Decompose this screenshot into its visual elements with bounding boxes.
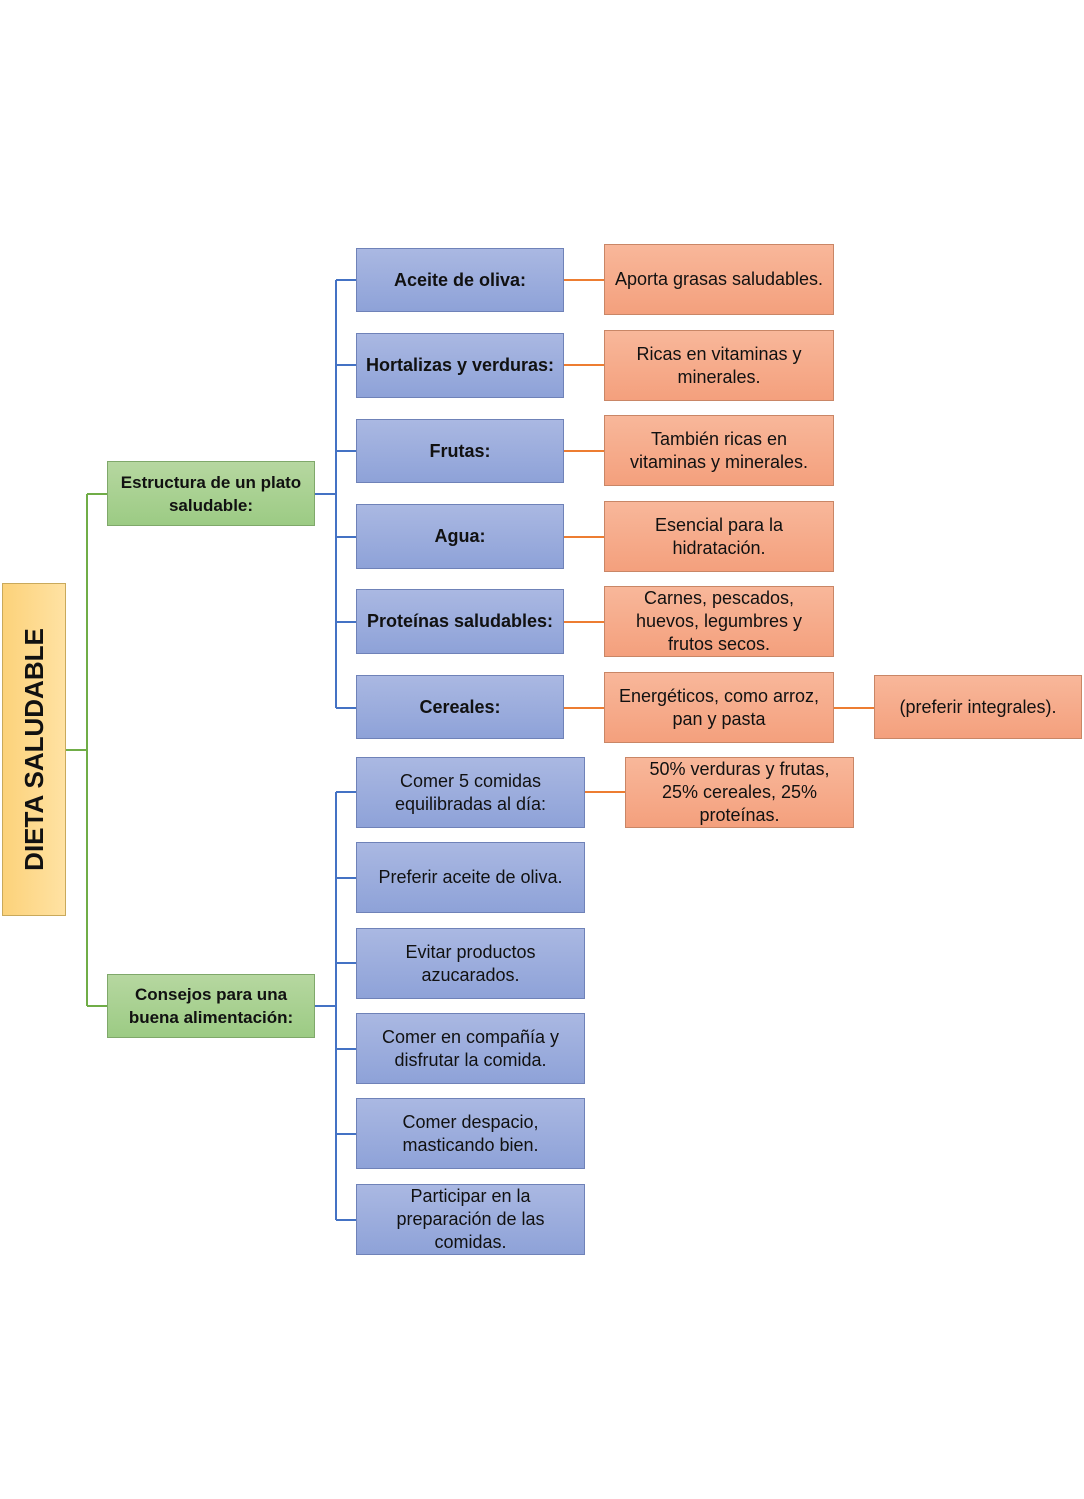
- item-proteins: Proteínas saludables:: [356, 589, 564, 654]
- detail-cereals: Energéticos, como arroz, pan y pasta: [604, 672, 834, 743]
- tip-five-meals: Comer 5 comidas equilibradas al día:: [356, 757, 585, 828]
- item-cereals: Cereales:: [356, 675, 564, 739]
- root-label: DIETA SALUDABLE: [18, 628, 49, 871]
- detail-fruits: También ricas en vitaminas y minerales.: [604, 415, 834, 486]
- tip-olive-oil: Preferir aceite de oliva.: [356, 842, 585, 913]
- tip-eat-slowly: Comer despacio, masticando bien.: [356, 1098, 585, 1169]
- extra-cereals: (preferir integrales).: [874, 675, 1082, 739]
- branch-plate-structure: Estructura de un plato saludable:: [107, 461, 315, 526]
- item-fruits: Frutas:: [356, 419, 564, 483]
- detail-five-meals: 50% verduras y frutas, 25% cereales, 25%…: [625, 757, 854, 828]
- tip-company: Comer en compañía y disfrutar la comida.: [356, 1013, 585, 1084]
- detail-olive-oil: Aporta grasas saludables.: [604, 244, 834, 315]
- root-node: DIETA SALUDABLE: [2, 583, 66, 916]
- tip-prepare-meals: Participar en la preparación de las comi…: [356, 1184, 585, 1255]
- branch-eating-tips: Consejos para una buena alimentación:: [107, 974, 315, 1038]
- detail-water: Esencial para la hidratación.: [604, 501, 834, 572]
- detail-proteins: Carnes, pescados, huevos, legumbres y fr…: [604, 586, 834, 657]
- detail-vegetables: Ricas en vitaminas y minerales.: [604, 330, 834, 401]
- item-olive-oil: Aceite de oliva:: [356, 248, 564, 312]
- item-vegetables: Hortalizas y verduras:: [356, 333, 564, 398]
- item-water: Agua:: [356, 504, 564, 569]
- tip-avoid-sugar: Evitar productos azucarados.: [356, 928, 585, 999]
